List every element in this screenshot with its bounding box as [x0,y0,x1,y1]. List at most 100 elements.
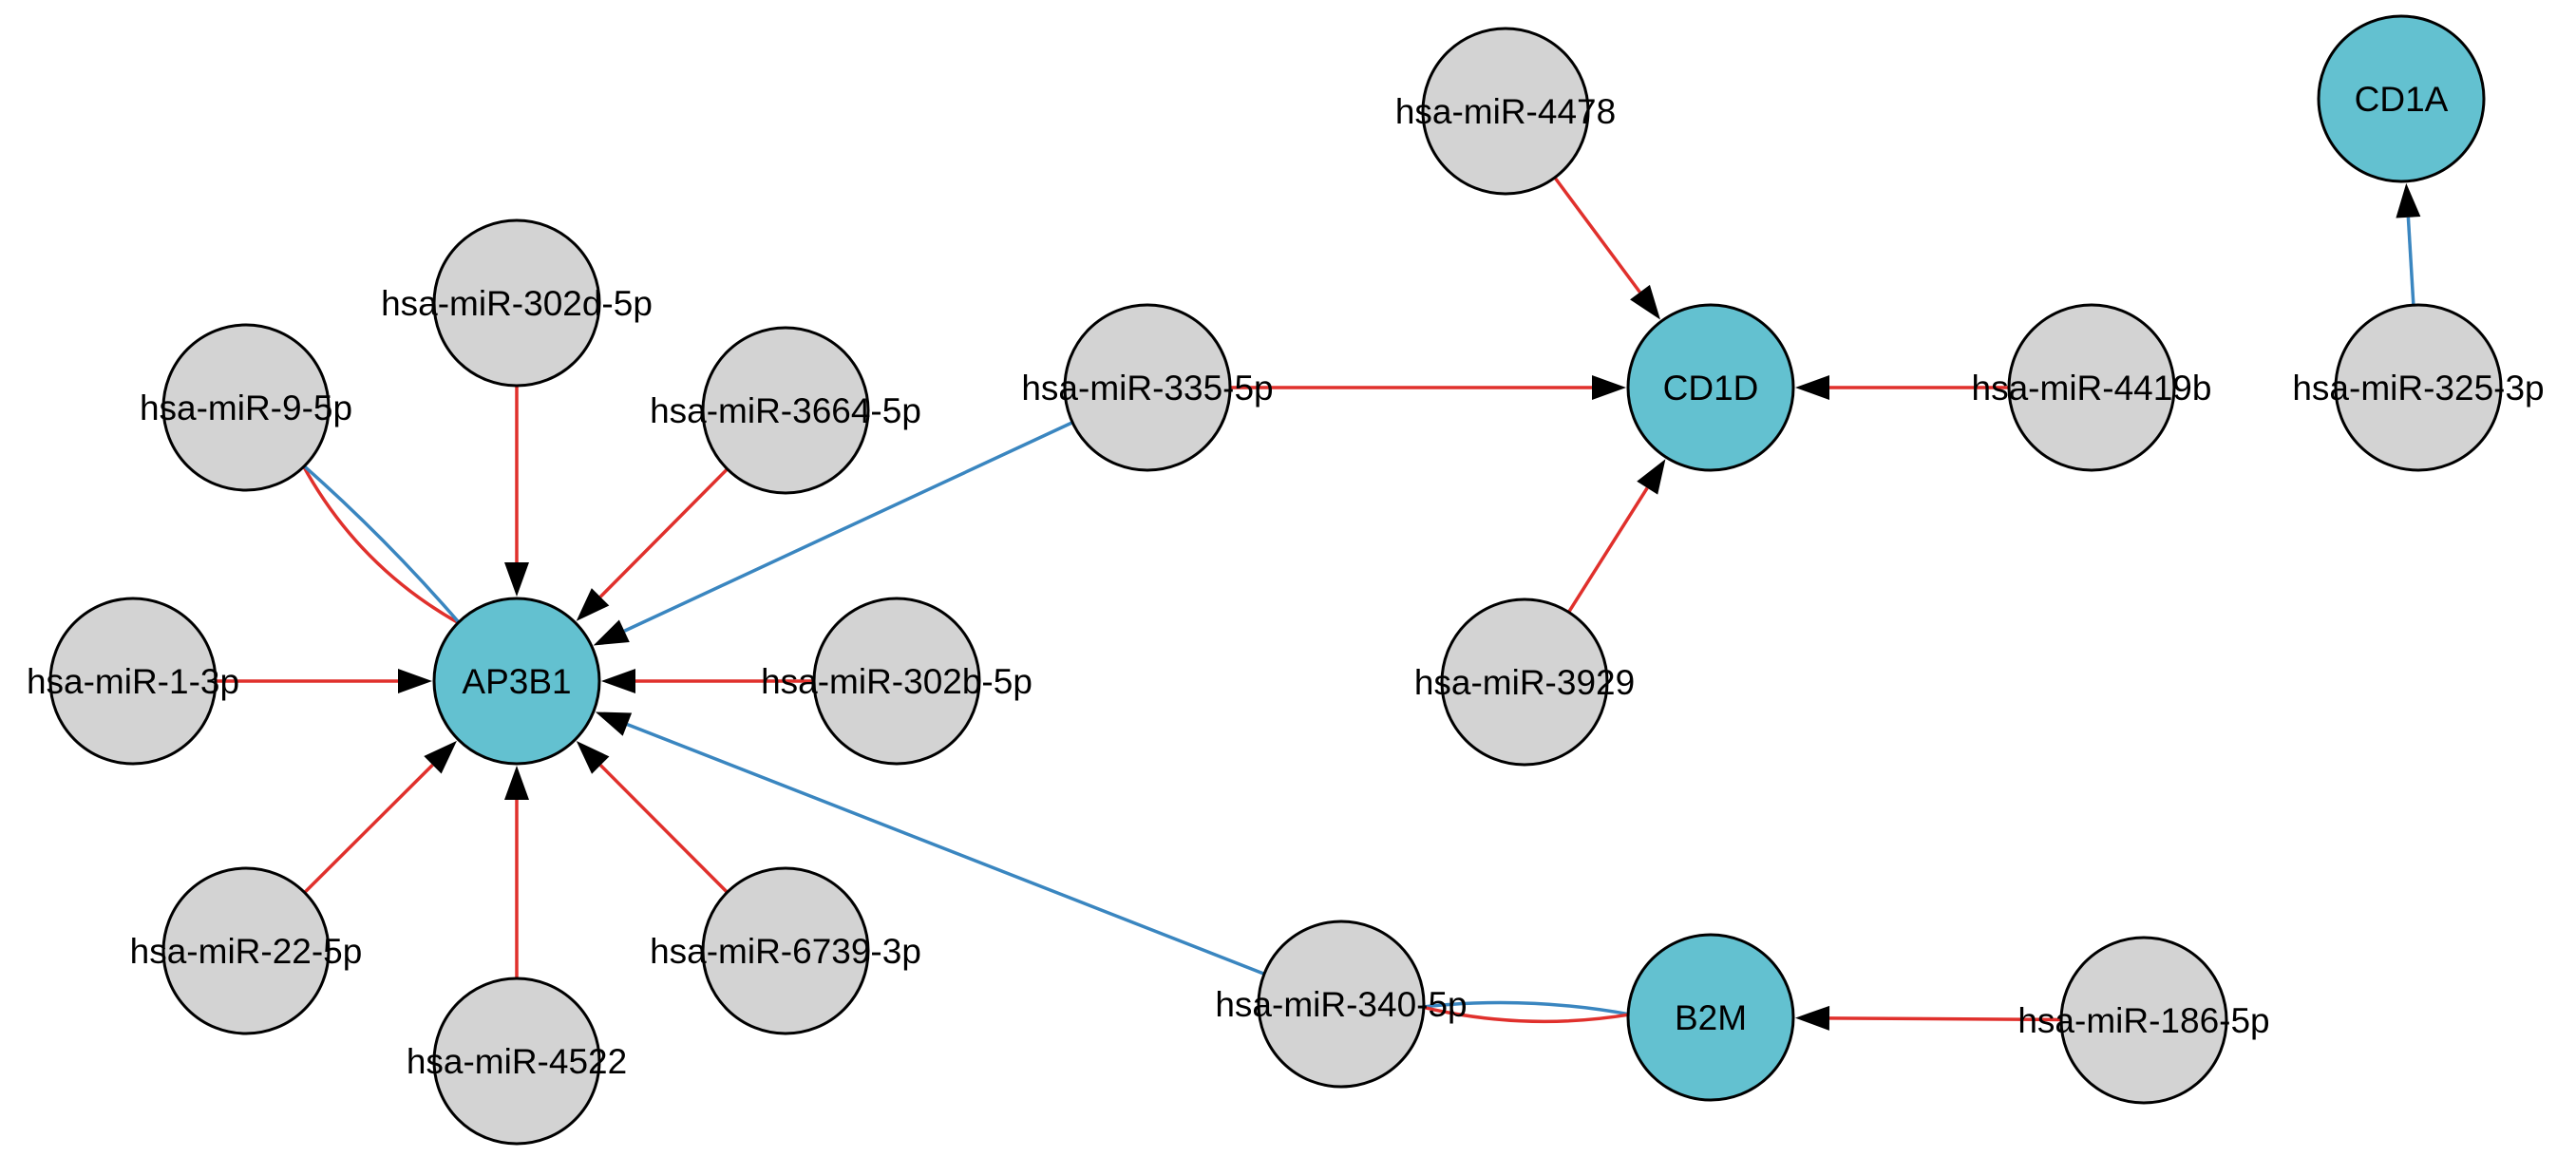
mirna-node-circle[interactable] [812,597,981,766]
edge-miR9-to-AP3B1-blue [301,464,462,625]
edge-line [598,764,730,896]
arrowhead [601,669,635,693]
mirna-node-circle[interactable] [161,323,331,492]
gene-node-circle[interactable] [2317,14,2486,183]
edge-line [1421,1000,1631,1016]
mirna-node-circle[interactable] [432,977,601,1146]
edge-line [1421,1005,1631,1024]
gene-node-circle[interactable] [1626,933,1795,1102]
edge-miR22-to-AP3B1-red [301,740,457,896]
node-label: hsa-miR-4478 [1395,92,1616,131]
node-label: hsa-miR-1-3p [27,662,239,701]
edge-line [1828,1016,2064,1022]
node-miR302b[interactable]: hsa-miR-302b-5p [761,597,1032,766]
edge-line [301,464,462,625]
gene-node-circle[interactable] [432,597,601,766]
edge-miR340-to-B2M-red [1421,1005,1631,1024]
node-label: hsa-miR-22-5p [130,932,363,971]
edge-line [2406,217,2415,308]
node-label: hsa-miR-340-5p [1215,985,1467,1024]
edge-miR6739-to-AP3B1-red [576,741,730,896]
mirna-node-circle[interactable] [2334,303,2503,472]
edge-miR9-to-AP3B1-red [301,464,462,626]
edge-miR340-to-AP3B1-blue [595,711,1267,977]
arrowhead [2396,182,2421,218]
node-miR6739[interactable]: hsa-miR-6739-3p [650,866,921,1035]
node-miR1[interactable]: hsa-miR-1-3p [27,597,239,766]
nodes-layer: AP3B1 CD1D CD1A B2M hsa-miR-4478 hsa-miR-302d… [27,14,2545,1146]
node-miR335[interactable]: hsa-miR-335-5p [1021,303,1274,472]
node-miR302d[interactable]: hsa-miR-302d-5p [381,218,653,388]
mirna-node-circle[interactable] [701,866,870,1035]
arrowhead [1592,375,1626,400]
node-label: hsa-miR-302b-5p [761,662,1032,701]
node-miR3664[interactable]: hsa-miR-3664-5p [650,326,921,495]
edge-miR325-to-CD1A-blue [2396,182,2421,308]
edge-miR186-to-B2M-red [1794,1005,2064,1031]
edge-miR4419b-to-CD1D-red [1795,375,2011,400]
mirna-node-circle[interactable] [2007,303,2176,472]
arrowhead [1630,284,1660,320]
mirna-node-circle[interactable] [2059,936,2228,1105]
node-label: hsa-miR-3929 [1414,663,1635,702]
edge-line [598,466,730,598]
mirna-node-circle[interactable] [1440,597,1609,767]
node-label: hsa-miR-9-5p [140,389,352,427]
node-AP3B1[interactable]: AP3B1 [432,597,601,766]
node-miR186[interactable]: hsa-miR-186-5p [2017,936,2270,1105]
node-miR340[interactable]: hsa-miR-340-5p [1215,920,1468,1089]
edge-line [1565,486,1649,616]
edge-line [1552,175,1641,294]
edge-miR4478-to-CD1D-red [1552,175,1660,320]
edge-miR335-to-AP3B1-blue [593,420,1075,646]
node-miR4522[interactable]: hsa-miR-4522 [407,977,627,1146]
edge-miR4522-to-AP3B1-red [504,766,529,980]
node-CD1A[interactable]: CD1A [2317,14,2486,183]
edge-miR340-to-B2M-blue [1421,1000,1631,1016]
node-label: CD1D [1663,369,1759,408]
node-miR4419b[interactable]: hsa-miR-4419b [1972,303,2212,472]
gene-node-circle[interactable] [1626,303,1795,472]
arrowhead [593,619,630,646]
node-B2M[interactable]: B2M [1626,933,1795,1102]
node-miR3929[interactable]: hsa-miR-3929 [1414,597,1635,767]
node-label: AP3B1 [462,662,571,701]
node-label: hsa-miR-186-5p [2017,1001,2269,1040]
mirna-node-circle[interactable] [1421,27,1590,196]
mirna-node-circle[interactable] [432,218,601,388]
edges-layer [214,175,2421,1031]
node-CD1D[interactable]: CD1D [1626,303,1795,472]
mirna-node-circle[interactable] [1063,303,1232,472]
mirna-node-circle[interactable] [161,866,331,1035]
node-miR325[interactable]: hsa-miR-325-3p [2292,303,2545,472]
node-label: hsa-miR-4522 [407,1042,627,1081]
edge-line [623,420,1075,633]
node-label: hsa-miR-6739-3p [650,932,921,971]
arrowhead [504,766,529,800]
mirna-node-circle[interactable] [48,597,218,766]
node-label: hsa-miR-302d-5p [381,284,653,323]
node-label: hsa-miR-325-3p [2292,369,2544,408]
node-miR9[interactable]: hsa-miR-9-5p [140,323,352,492]
node-label: CD1A [2355,80,2449,119]
node-label: B2M [1675,998,1747,1037]
edge-miR335-to-CD1D-red [1228,375,1626,400]
node-miR4478[interactable]: hsa-miR-4478 [1395,27,1616,196]
arrowhead [1637,459,1666,495]
edge-line [301,763,434,896]
node-label: hsa-miR-3664-5p [650,391,921,430]
mirna-node-circle[interactable] [1257,920,1426,1089]
arrowhead [576,741,610,774]
arrowhead [398,669,432,693]
arrowhead [1794,1005,1830,1031]
edge-line [301,464,462,626]
arrowhead [1795,375,1829,400]
edge-miR3664-to-AP3B1-red [576,466,730,621]
node-miR22[interactable]: hsa-miR-22-5p [130,866,363,1035]
arrowhead [576,588,610,621]
edge-miR302b-to-AP3B1-red [601,669,816,693]
node-label: hsa-miR-335-5p [1021,369,1273,408]
mirna-node-circle[interactable] [701,326,870,495]
node-label: hsa-miR-4419b [1972,369,2212,408]
arrowhead [504,562,529,597]
